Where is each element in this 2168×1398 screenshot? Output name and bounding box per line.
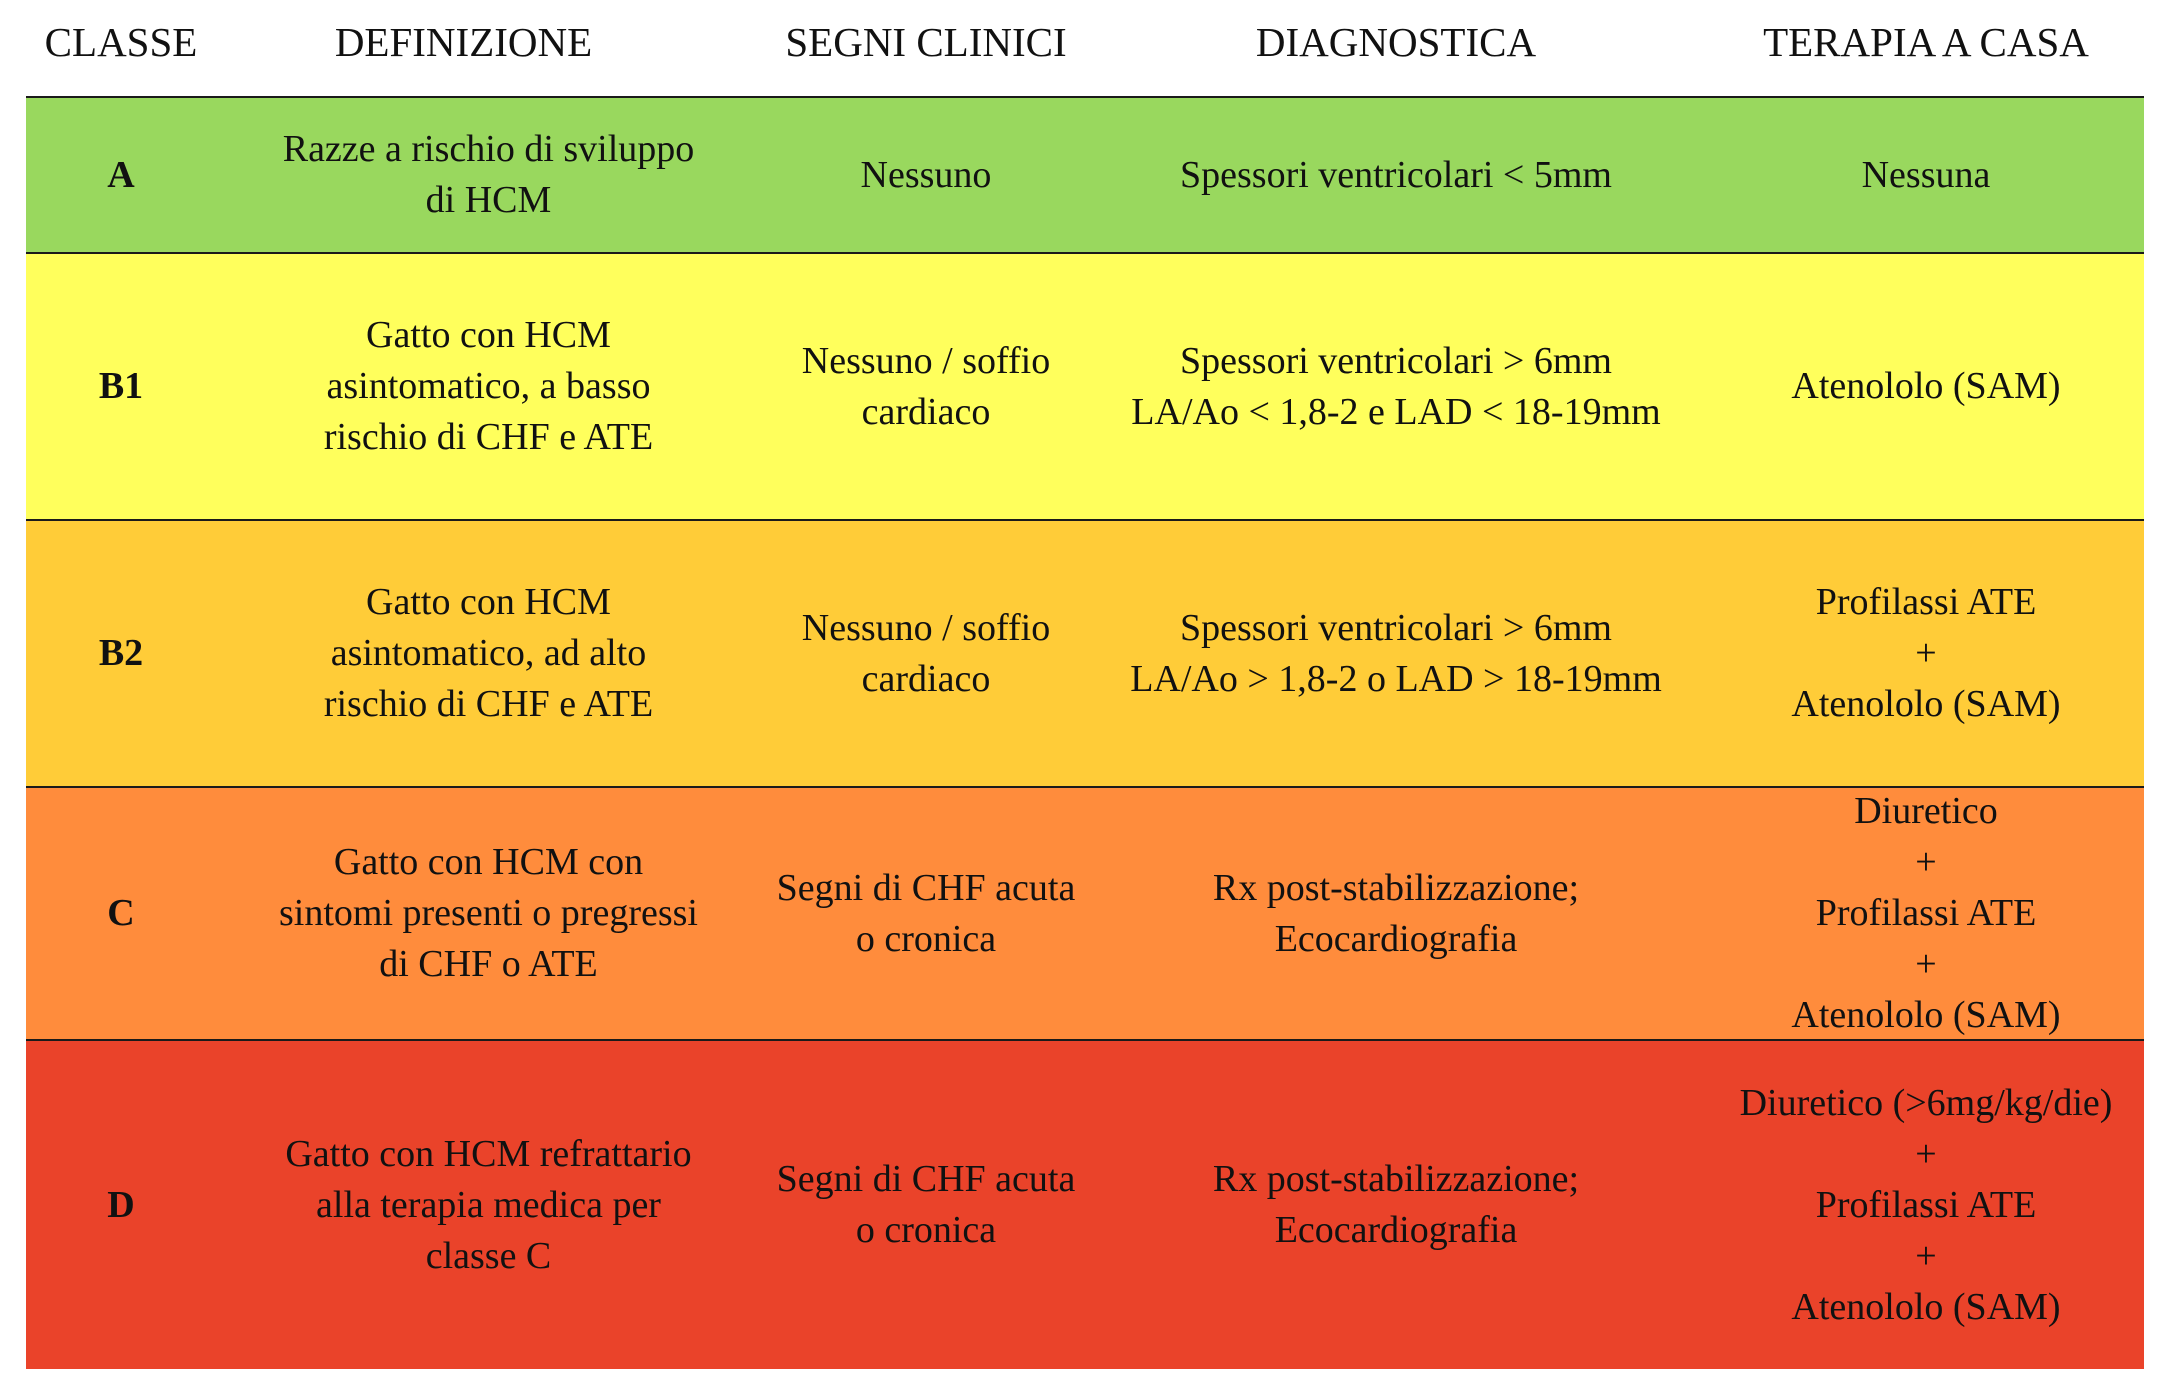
row-clinical-signs: Nessuno [860, 153, 992, 196]
row-class: A [107, 153, 135, 196]
header-classe: CLASSE [44, 19, 198, 65]
table-row: B1 Gatto con HCM asintomatico, a basso r… [26, 252, 2144, 519]
table-header: CLASSE DEFINIZIONE SEGNI CLINICI DIAGNOS… [0, 0, 2168, 90]
header-terapia: TERAPIA A CASA [1763, 19, 2089, 65]
header-segni-clinici: SEGNI CLINICI [785, 19, 1067, 65]
row-home-therapy: Nessuna [1861, 153, 1991, 196]
row-clinical-signs: Segni di CHF acuta o cronica [776, 866, 1076, 960]
table-row: B2 Gatto con HCM asintomatico, ad alto r… [26, 519, 2144, 786]
table-row: C Gatto con HCM con sintomi presenti o p… [26, 786, 2144, 1039]
row-home-therapy: Profilassi ATE + Atenololo (SAM) [1791, 581, 2061, 725]
row-diagnostics: Spessori ventricolari > 6mm LA/Ao > 1,8-… [1130, 606, 1662, 700]
row-clinical-signs: Segni di CHF acuta o cronica [776, 1158, 1076, 1251]
header-definizione: DEFINIZIONE [334, 19, 593, 65]
header-diagnostica: DIAGNOSTICA [1255, 19, 1537, 65]
row-definition: Gatto con HCM asintomatico, ad alto risc… [323, 581, 654, 725]
row-clinical-signs: Nessuno / soffio cardiaco [801, 606, 1051, 700]
row-diagnostics: Spessori ventricolari > 6mm LA/Ao < 1,8-… [1131, 339, 1661, 433]
row-home-therapy: Atenololo (SAM) [1791, 365, 2061, 407]
row-clinical-signs: Nessuno / soffio cardiaco [801, 339, 1051, 433]
row-diagnostics: Rx post-stabilizzazione; Ecocardiografia [1212, 1158, 1580, 1251]
row-diagnostics: Spessori ventricolari < 5mm [1180, 153, 1612, 196]
row-class: D [107, 1183, 135, 1226]
row-class: B1 [98, 365, 144, 407]
row-home-therapy: Diuretico (>6mg/kg/die) + Profilassi ATE… [1739, 1081, 2113, 1328]
row-definition: Gatto con HCM con sintomi presenti o pre… [279, 841, 698, 985]
row-definition: Gatto con HCM refrattario alla terapia m… [285, 1132, 692, 1277]
table-row: A Razze a rischio di sviluppo di HCM Nes… [26, 96, 2144, 252]
row-diagnostics: Rx post-stabilizzazione; Ecocardiografia [1212, 866, 1580, 960]
row-class: B2 [98, 632, 144, 674]
row-home-therapy: Diuretico + Profilassi ATE + Atenololo (… [1791, 790, 2061, 1036]
classification-table: A Razze a rischio di sviluppo di HCM Nes… [26, 96, 2144, 1369]
row-class: C [107, 892, 135, 934]
table-row: D Gatto con HCM refrattario alla terapia… [26, 1039, 2144, 1369]
row-definition: Razze a rischio di sviluppo di HCM [282, 128, 695, 221]
row-definition: Gatto con HCM asintomatico, a basso risc… [323, 314, 654, 458]
